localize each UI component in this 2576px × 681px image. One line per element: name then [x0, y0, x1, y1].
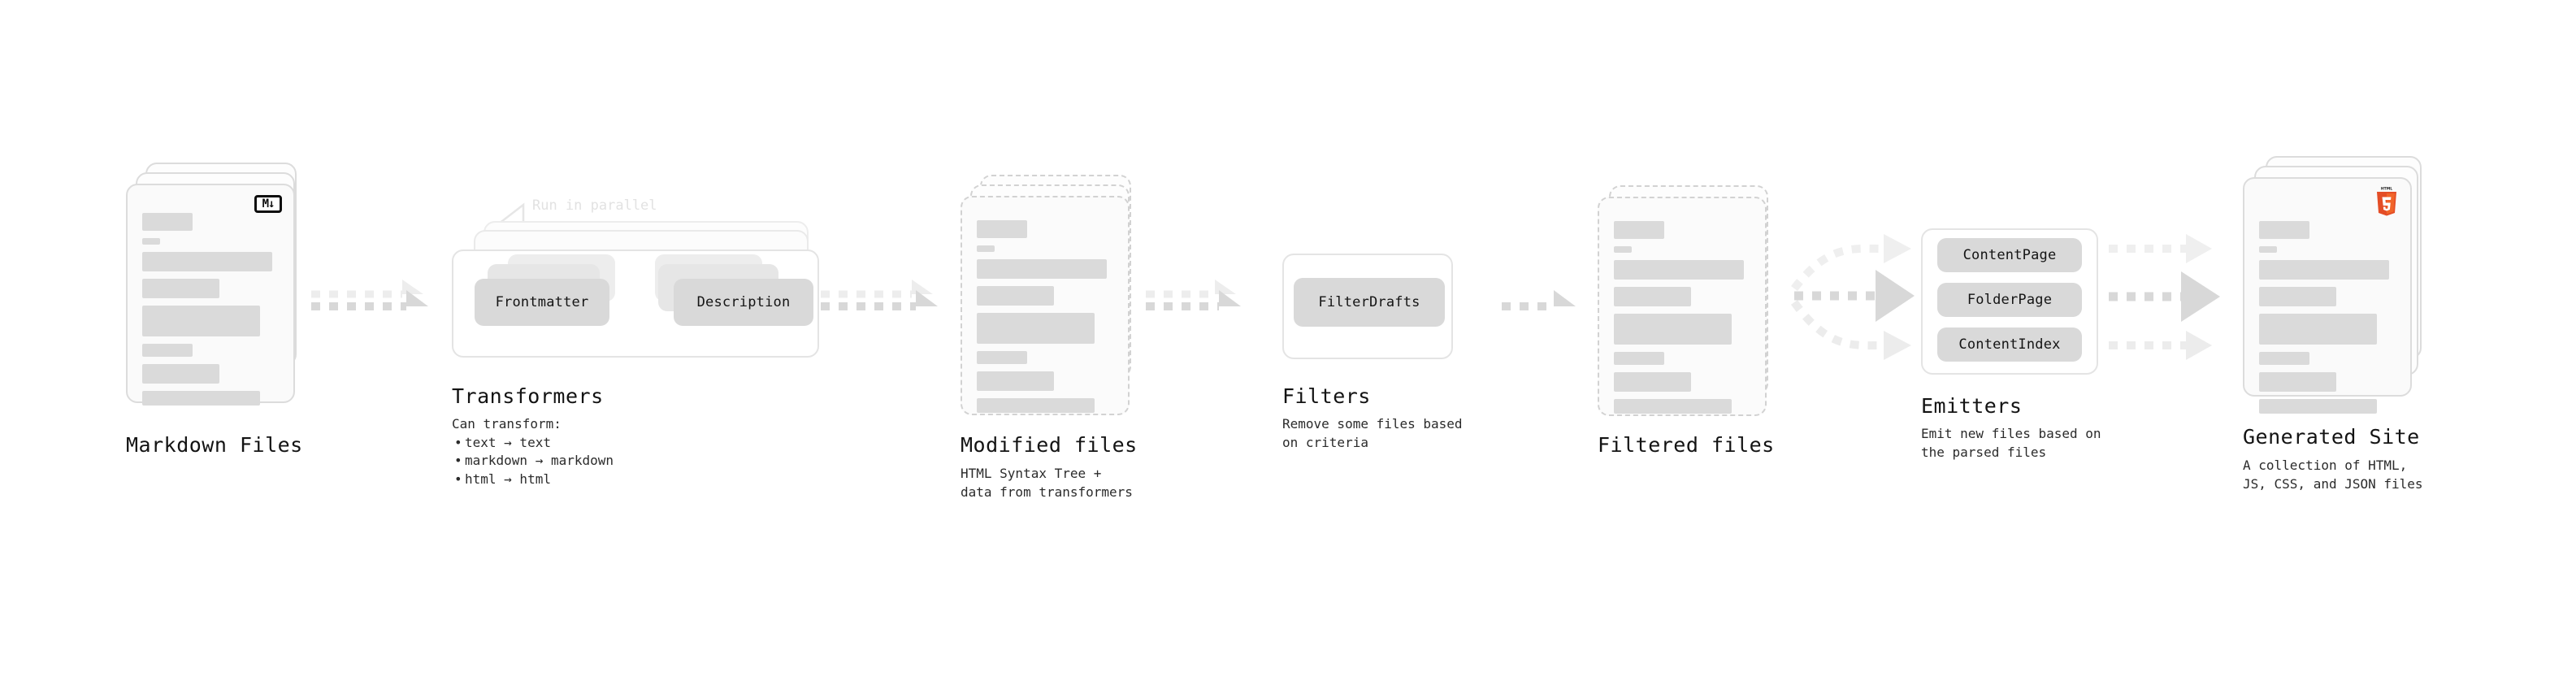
- filtered-card-front[interactable]: [1598, 197, 1767, 416]
- markdown-badge-icon: M↓: [254, 195, 282, 213]
- markdown-skeleton: [142, 213, 280, 406]
- modified-card-front[interactable]: [961, 196, 1130, 415]
- transformers-description: Can transform: text → text markdown → ma…: [452, 415, 777, 489]
- skeleton-bar: [1614, 221, 1664, 239]
- skeleton-bar: [1614, 352, 1664, 365]
- arrow-markdown-to-transformers: [311, 280, 428, 323]
- arrow-modified-to-filters: [1146, 280, 1241, 323]
- markdown-card-front[interactable]: M↓: [126, 184, 295, 406]
- emitters-title: Emitters: [1921, 394, 2023, 418]
- transformers-bullet: html → html: [454, 471, 777, 489]
- skeleton-bar: [2259, 352, 2309, 365]
- transformers-title: Transformers: [452, 384, 604, 408]
- skeleton-bar: [142, 391, 260, 406]
- generated-card-front-html[interactable]: HTML: [2243, 177, 2412, 414]
- skeleton-bar: [1614, 287, 1691, 306]
- arrow-filtered-to-emitters: [1790, 234, 1915, 360]
- skeleton-bar: [1614, 372, 1691, 392]
- modified-files-description: HTML Syntax Tree + data from transformer…: [961, 466, 1133, 500]
- arrow-transformers-to-modified: [821, 280, 938, 323]
- skeleton-bar: [2259, 372, 2336, 392]
- markdown-files-title: Markdown Files: [126, 433, 303, 457]
- generated-skeleton: [2259, 221, 2397, 414]
- generated-site-stack[interactable]: CSS HTML: [2243, 156, 2446, 414]
- skeleton-bar: [2259, 221, 2309, 239]
- skeleton-bar: [142, 213, 193, 231]
- emitter-chip-folderpage[interactable]: FolderPage: [1937, 283, 2082, 317]
- skeleton-bar: [977, 220, 1027, 238]
- filters-description: Remove some files based on criteria: [1282, 416, 1463, 450]
- arrow-filters-to-filtered: [1502, 290, 1576, 323]
- skeleton-bar: [977, 398, 1095, 413]
- filtered-skeleton: [1614, 221, 1752, 414]
- skeleton-bar: [142, 344, 193, 357]
- skeleton-bar: [1614, 260, 1744, 280]
- modified-skeleton: [977, 220, 1115, 413]
- skeleton-bar: [142, 279, 219, 298]
- skeleton-bar: [977, 245, 995, 252]
- skeleton-bar: [2259, 260, 2389, 280]
- transformers-bullet: markdown → markdown: [454, 452, 777, 471]
- run-in-parallel-label: Run in parallel: [532, 197, 657, 214]
- skeleton-bar: [1614, 314, 1732, 345]
- skeleton-bar: [977, 313, 1095, 344]
- filtered-files-title: Filtered files: [1598, 433, 1775, 457]
- skeleton-bar: [1614, 246, 1632, 253]
- html5-badge-icon: HTML: [2374, 186, 2399, 217]
- transformer-chip-description[interactable]: Description: [674, 279, 813, 326]
- modified-files-stack[interactable]: [961, 175, 1147, 419]
- transformers-bullet: text → text: [454, 434, 777, 453]
- filtered-files-stack[interactable]: [1598, 185, 1785, 429]
- skeleton-bar: [977, 351, 1027, 364]
- modified-files-title: Modified files: [961, 433, 1138, 457]
- skeleton-bar: [977, 286, 1054, 306]
- skeleton-bar: [2259, 399, 2377, 414]
- skeleton-bar: [142, 306, 260, 336]
- filter-chip-filterdrafts[interactable]: FilterDrafts: [1294, 278, 1445, 327]
- arrow-emitters-to-generated: [2109, 234, 2220, 360]
- markdown-files-stack[interactable]: M↓ M↓ M↓: [126, 163, 313, 414]
- generated-site-title: Generated Site: [2243, 425, 2420, 449]
- emitter-chip-contentindex[interactable]: ContentIndex: [1937, 327, 2082, 362]
- transformers-bullet-list: text → text markdown → markdown html → h…: [452, 434, 777, 489]
- transformers-sub-intro: Can transform:: [452, 416, 562, 432]
- skeleton-bar: [977, 371, 1054, 391]
- emitter-chip-contentpage[interactable]: ContentPage: [1937, 238, 2082, 272]
- skeleton-bar: [2259, 314, 2377, 345]
- skeleton-bar: [142, 238, 160, 245]
- filters-title: Filters: [1282, 384, 1371, 408]
- skeleton-bar: [142, 364, 219, 384]
- skeleton-bar: [1614, 399, 1732, 414]
- skeleton-bar: [2259, 246, 2277, 253]
- skeleton-bar: [2259, 287, 2336, 306]
- transformer-chip-frontmatter[interactable]: Frontmatter: [475, 279, 609, 326]
- generated-site-description: A collection of HTML, JS, CSS, and JSON …: [2243, 458, 2423, 492]
- emitters-description: Emit new files based on the parsed files: [1921, 426, 2101, 460]
- svg-text:HTML: HTML: [2381, 187, 2392, 192]
- skeleton-bar: [977, 259, 1107, 279]
- skeleton-bar: [142, 252, 272, 271]
